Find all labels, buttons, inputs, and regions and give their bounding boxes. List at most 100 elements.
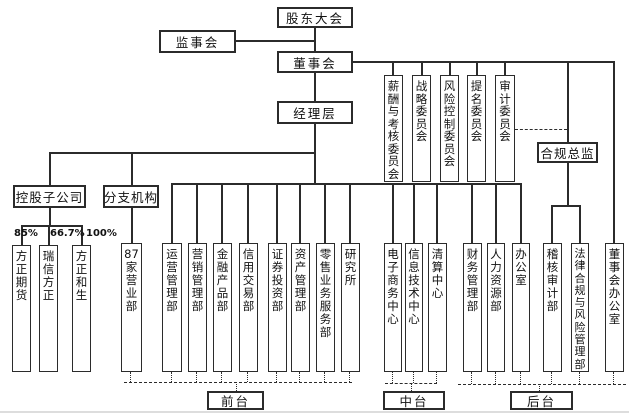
connector-line [392, 61, 394, 75]
node-label: 分支机构 [104, 190, 159, 205]
connector-line [349, 183, 351, 243]
node-shareholders-meeting: 股东大会 [277, 7, 353, 28]
department-box: 人力资源部 [487, 243, 505, 372]
dotted-stub [436, 372, 437, 383]
connector-line [579, 205, 581, 243]
dotted-stub [495, 372, 496, 384]
connector-line [436, 183, 438, 243]
node-compliance-director: 合规总监 [537, 142, 598, 163]
connector-line [21, 225, 83, 227]
connector-line [520, 183, 522, 243]
connector-line [171, 183, 522, 185]
connector-line [471, 183, 473, 243]
department-box: 金融产品部 [213, 243, 232, 372]
node-label: 董事会 [293, 55, 337, 71]
branch-unit-box: 87家营业部 [121, 243, 142, 372]
node-label: 股东大会 [285, 11, 344, 26]
dotted-stub [171, 372, 172, 382]
connector-line [324, 183, 326, 243]
dotted-stub [579, 372, 580, 384]
dotted-stub [196, 372, 197, 382]
dashed-connector-line [515, 129, 567, 130]
committee-box: 薪酬与考核委员会 [384, 75, 403, 182]
connector-line [221, 183, 223, 243]
committee-box: 审计委员会 [495, 75, 515, 182]
dotted-stub [236, 382, 237, 391]
dotted-stub [221, 372, 222, 382]
dotted-stub [613, 372, 614, 384]
connector-line [299, 183, 301, 243]
connector-line [276, 183, 278, 243]
dotted-stub [411, 383, 412, 391]
connector-line [353, 61, 615, 63]
dotted-stub [324, 372, 325, 382]
subsidiary-box: 方正和生 [72, 245, 91, 372]
connector-line [421, 61, 423, 75]
node-label: 经理层 [293, 106, 337, 121]
connector-line [551, 205, 581, 207]
connector-line [613, 61, 615, 243]
department-box: 证券投资部 [268, 243, 287, 372]
connector-line [314, 73, 316, 101]
front-office-group-label: 前台 [207, 391, 264, 410]
dotted-stub [130, 372, 131, 382]
connector-line [21, 225, 23, 245]
connector-line [247, 183, 249, 243]
middle-office-group-label: 中台 [383, 391, 445, 410]
connector-line [495, 183, 497, 243]
front-office-group-line [124, 382, 352, 383]
department-box: 财务管理部 [463, 243, 482, 372]
node-branch-offices: 分支机构 [103, 185, 159, 208]
subsidiary-box: 方正期货 [12, 245, 31, 372]
dotted-stub [392, 372, 393, 383]
connector-line [171, 183, 173, 243]
dotted-stub [551, 372, 552, 384]
node-board-of-directors: 董事会 [277, 51, 353, 73]
connector-line [49, 152, 316, 154]
department-box: 资产管理部 [291, 243, 310, 372]
department-box: 零售业务服务部 [316, 243, 335, 372]
connector-line [131, 208, 133, 243]
connector-line [48, 225, 50, 245]
connector-line [314, 124, 316, 184]
dotted-stub [247, 372, 248, 382]
connector-line [567, 61, 569, 142]
committee-box: 提名委员会 [467, 75, 486, 182]
committee-box: 战略委员会 [412, 75, 431, 182]
group-label: 中台 [399, 394, 429, 409]
connector-line [551, 205, 553, 243]
ownership-label: 100% [86, 228, 117, 239]
department-box: 法律合规与风险管理部 [571, 243, 589, 372]
node-supervisory-board: 监事会 [159, 30, 236, 53]
dotted-stub [299, 372, 300, 382]
connector-line [236, 40, 315, 42]
back-office-group-label: 后台 [510, 391, 573, 410]
node-management-layer: 经理层 [277, 101, 353, 124]
node-holding-subsidiaries: 控股子公司 [13, 185, 86, 208]
connector-line [504, 61, 506, 75]
dotted-stub [413, 372, 414, 383]
group-label: 后台 [526, 394, 556, 409]
department-box: 清算中心 [428, 243, 447, 372]
department-box: 运营管理部 [162, 243, 182, 372]
department-box: 稽核审计部 [543, 243, 562, 372]
department-box: 研究所 [341, 243, 360, 372]
connector-line [131, 152, 133, 185]
connector-line [49, 208, 51, 226]
node-label: 控股子公司 [15, 190, 84, 205]
dotted-stub [471, 372, 472, 384]
connector-line [314, 28, 316, 51]
dotted-stub [539, 384, 540, 391]
ownership-label: 66.7% [50, 228, 85, 239]
department-box: 营销管理部 [188, 243, 207, 372]
dotted-stub [520, 372, 521, 384]
connector-line [196, 183, 198, 243]
department-box: 信息技术中心 [405, 243, 423, 372]
connector-line [476, 61, 478, 75]
department-box: 董事会办公室 [605, 243, 624, 372]
dotted-stub [276, 372, 277, 382]
department-box: 办公室 [512, 243, 530, 372]
node-label: 监事会 [175, 35, 220, 50]
dotted-stub [349, 372, 350, 382]
